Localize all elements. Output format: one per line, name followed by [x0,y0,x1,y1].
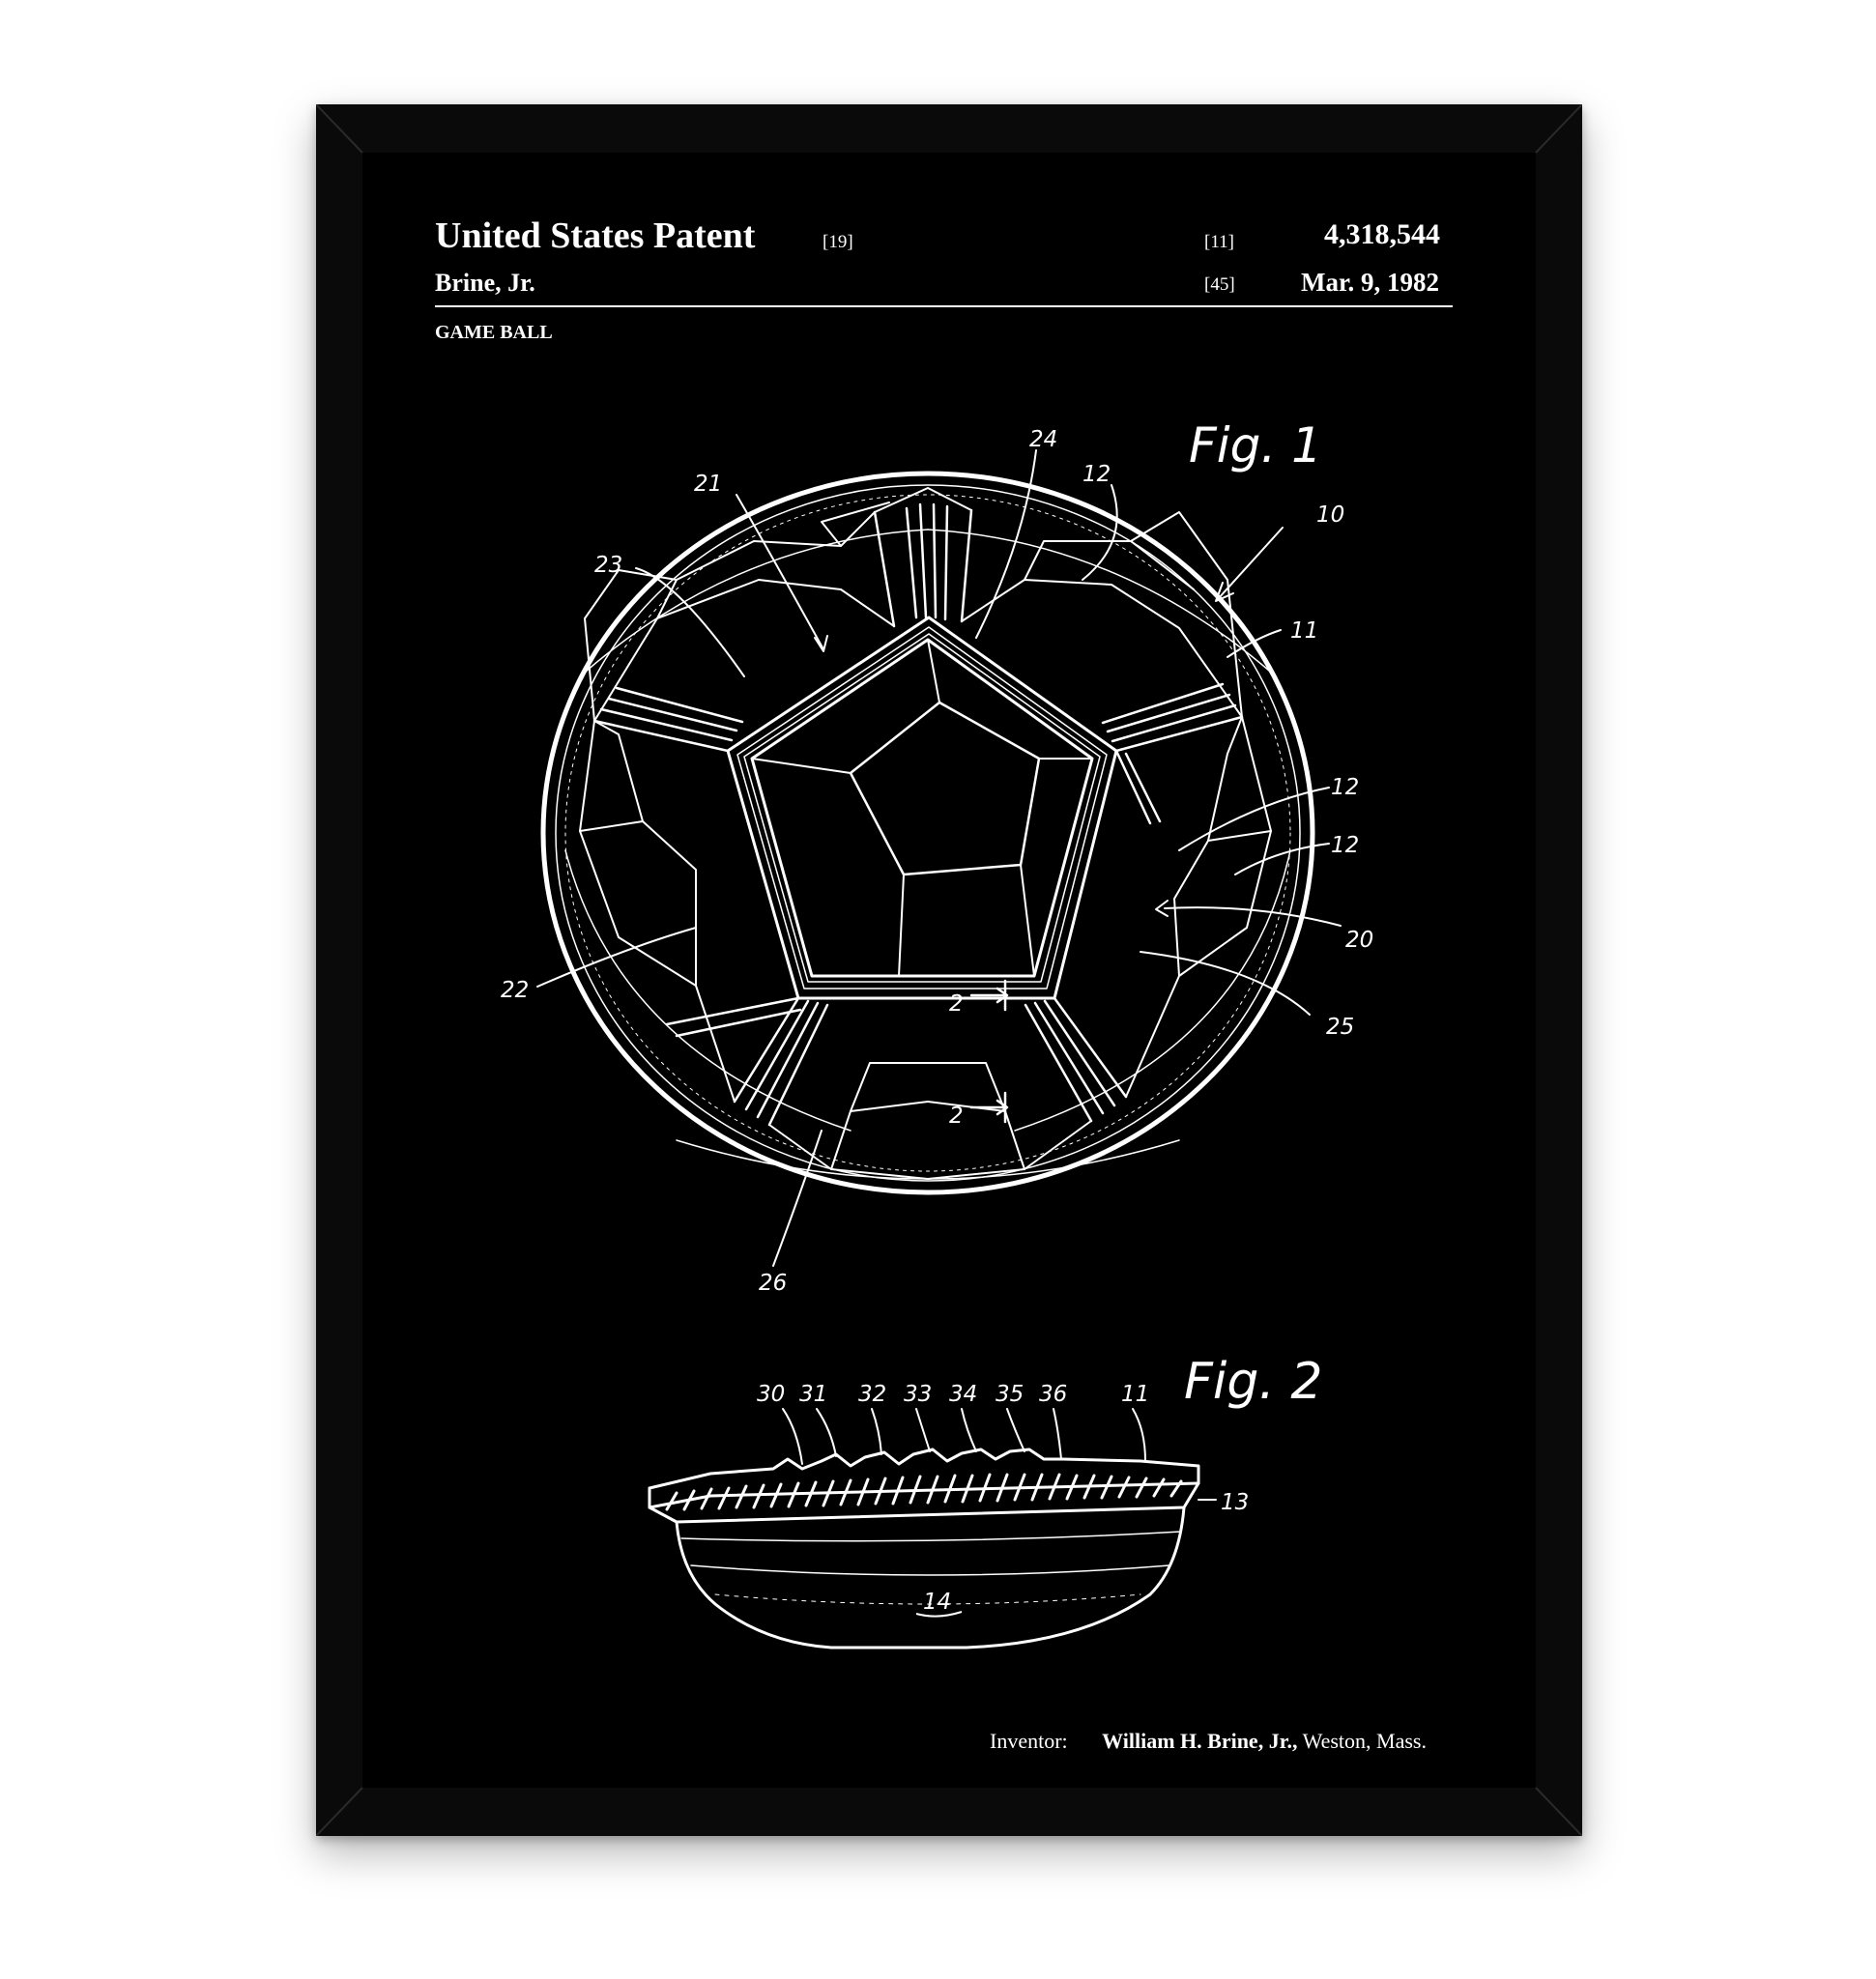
ref-23: 23 [594,553,622,578]
central-panel [728,617,1116,998]
inventor-name: William H. Brine, Jr., [1102,1729,1297,1753]
ref-12c: 12 [1331,833,1359,858]
ref-11-fig2: 11 [1121,1382,1149,1407]
fig1-reference-numerals: 24 12 21 10 23 11 12 12 20 22 2 25 2 26 [501,427,1373,1296]
ball-illustration [537,450,1341,1266]
ref-2a: 2 [949,991,964,1017]
ref-25: 25 [1326,1015,1354,1040]
ref-32: 32 [858,1382,886,1407]
ref-2b: 2 [949,1104,964,1129]
ref-31: 31 [799,1382,827,1407]
ref-14: 14 [923,1590,951,1615]
ref-34: 34 [949,1382,977,1407]
ref-36: 36 [1039,1382,1067,1407]
ref-22: 22 [501,978,529,1003]
ref-13: 13 [1221,1490,1249,1515]
fig2-reference-numerals: 30 31 32 33 34 35 36 11 13 14 [757,1382,1249,1615]
ball-outline [543,473,1313,1192]
inventor-location: Weston, Mass. [1303,1729,1427,1753]
ref-30: 30 [757,1382,785,1407]
inventor-label: Inventor: [990,1729,1068,1753]
ref-20: 20 [1345,928,1373,953]
ref-35: 35 [996,1382,1024,1407]
hatching [667,1475,1181,1509]
ref-21: 21 [694,472,722,497]
ref-11: 11 [1290,618,1318,644]
ref-26: 26 [759,1271,787,1296]
ref-12b: 12 [1331,775,1359,800]
ref-24: 24 [1029,427,1057,452]
inventor-footer: Inventor: William H. Brine, Jr., Weston,… [990,1729,1427,1754]
ref-33: 33 [904,1382,932,1407]
ref-12a: 12 [1082,462,1111,487]
ref-10: 10 [1316,502,1344,528]
leader-lines [537,450,1341,1266]
